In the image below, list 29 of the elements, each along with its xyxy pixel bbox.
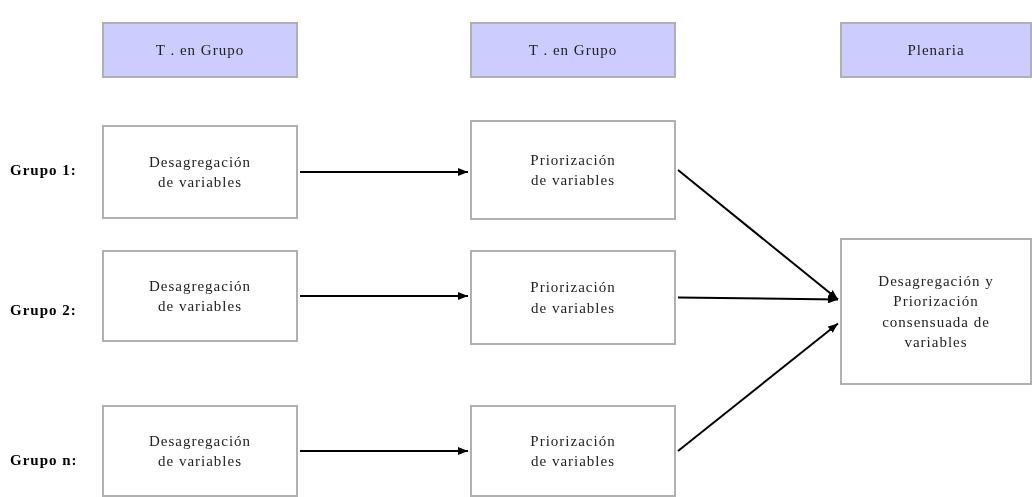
- arrow: [299, 447, 469, 455]
- header-box: [840, 22, 1032, 78]
- header-box: [470, 22, 676, 78]
- box-text: Priorización de variables: [529, 431, 617, 471]
- row-label: Grupo n:: [10, 452, 78, 469]
- arrow: [677, 322, 839, 452]
- box-text: Desagregación de variables: [147, 431, 253, 471]
- box-text: Priorización de variables: [529, 150, 617, 190]
- box-text: T . en Grupo: [155, 40, 245, 60]
- box-text: Plenaria: [907, 40, 965, 60]
- box-text: Desagregación y Priorización consensuada de variables: [877, 272, 995, 352]
- arrow: [677, 295, 839, 304]
- box-text: T . en Grupo: [528, 40, 618, 60]
- process-box: [102, 405, 298, 497]
- box-text: Priorización de variables: [529, 278, 617, 318]
- header-box: [102, 22, 298, 78]
- box-text: Desagregación de variables: [147, 152, 253, 192]
- process-box: [102, 250, 298, 342]
- process-box: [840, 238, 1032, 385]
- arrow: [299, 292, 469, 300]
- row-label: Grupo 2:: [10, 302, 77, 319]
- process-box: [102, 125, 298, 219]
- row-label: Grupo 1:: [10, 162, 77, 179]
- arrow: [299, 168, 469, 176]
- process-box: [470, 120, 676, 220]
- process-box: [470, 250, 676, 345]
- box-text: Desagregación de variables: [147, 276, 253, 316]
- arrow: [677, 169, 839, 301]
- process-box: [470, 405, 676, 497]
